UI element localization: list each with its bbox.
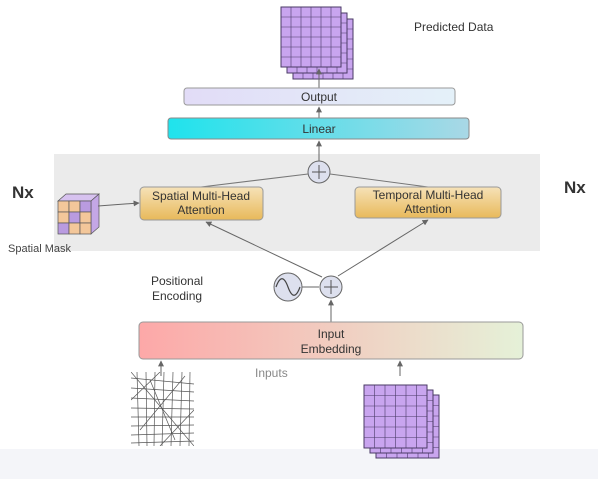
spatial-attention-label-1: Spatial Multi-Head [152,189,250,203]
spatial-mask-cube-icon [57,193,100,235]
arrow-temporal-to-sum [329,173,429,188]
input-grid-stack-icon [363,384,440,459]
input-embedding-label-1: Input [318,327,345,341]
add-node-top-icon [307,160,331,184]
linear-label: Linear [302,122,335,136]
predicted-data-label: Predicted Data [414,20,494,34]
footer-band [0,449,598,479]
add-node-bottom-icon [319,275,343,299]
arrow-sum-to-temporal [337,219,429,277]
positional-encoding-label-1: Positional [151,274,203,288]
input-embedding-label-2: Embedding [301,342,362,356]
arrow-sum-to-spatial [205,221,323,278]
road-network-map-icon [131,372,194,446]
temporal-attention-box [354,186,502,219]
spatial-attention-box [139,186,264,221]
nx-left-label: Nx [12,183,34,202]
temporal-attention-label-1: Temporal Multi-Head [373,188,484,202]
output-label: Output [301,90,338,104]
output-box [183,87,456,106]
temporal-attention-label-2: Attention [404,202,451,216]
linear-box [167,117,470,140]
spatial-mask-label: Spatial Mask [8,243,71,255]
input-embedding-box [138,321,524,360]
arrow-mask-to-spatial [97,200,140,207]
spatial-attention-label-2: Attention [177,203,224,217]
nx-right-label: Nx [564,178,586,197]
positional-encoding-label-2: Encoding [152,289,202,303]
arrow-spatial-to-sum [200,173,309,188]
predicted-data-grid-icon [280,6,354,80]
sine-wave-icon [273,272,303,302]
inputs-label: Inputs [255,366,288,380]
